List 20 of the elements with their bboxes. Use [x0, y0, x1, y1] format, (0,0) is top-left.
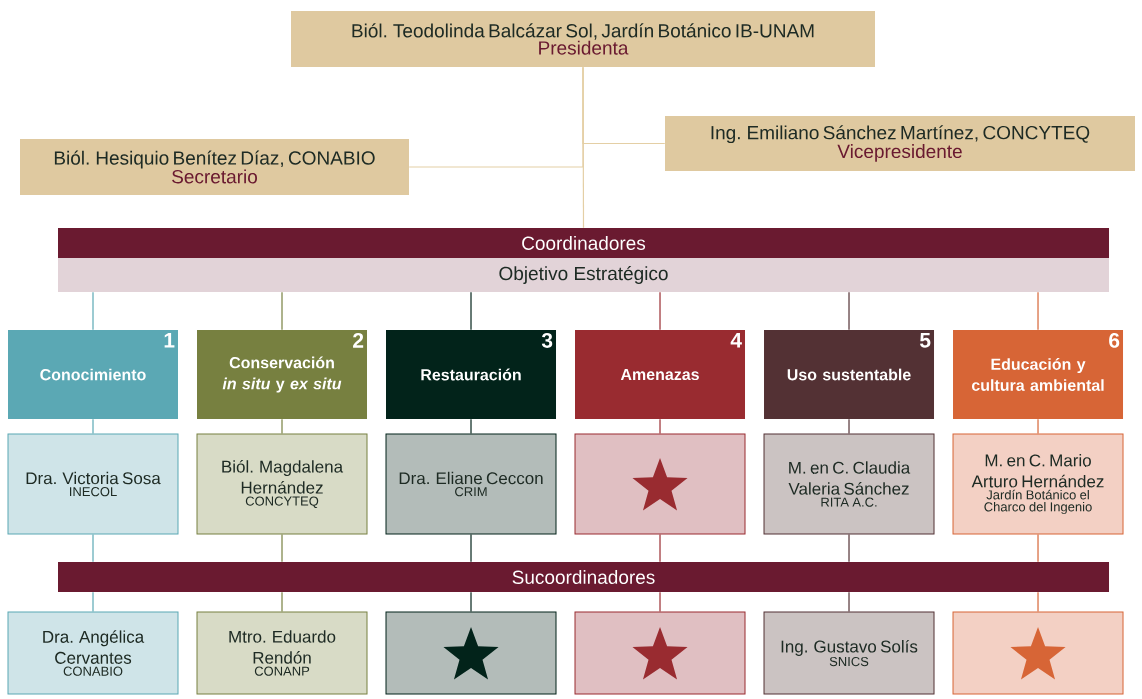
box-number: 5	[920, 333, 931, 348]
header-band: Coordinadores	[58, 228, 1109, 258]
person-box: Mtro. Eduardo Rendón CONANP	[196, 611, 368, 695]
person-box: Dra. Victoria Sosa INECOL	[7, 433, 179, 535]
box-number: 3	[541, 333, 553, 348]
box-number: 1	[164, 333, 175, 348]
person-box: Biól. Magdalena Hernández CONCYTEQ	[196, 433, 368, 535]
box-number: 4	[730, 333, 742, 348]
box-number: 2	[353, 333, 364, 348]
title-box: Ing. Emiliano Sánchez Martínez, CONCYTEQ Vicepresidente	[665, 116, 1135, 171]
title-box: Biól. Teodolinda Balcázar Sol, Jardín Botánico IB-UNAM Presidenta	[291, 11, 875, 67]
header-band: Objetivo Estratégico	[58, 258, 1109, 292]
person-box: Dra. Eliane Ceccon CRIM	[385, 433, 557, 535]
person-box: Dra. Angélica Cervantes CONABIO	[7, 611, 179, 695]
person-box: M. en C. Claudia Valeria Sánchez RITA A.C.	[763, 433, 935, 535]
box-number: 6	[1109, 333, 1120, 348]
person-box: Ing. Gustavo Solís SNICS	[763, 611, 935, 695]
header-band: Sucoordinadores	[58, 562, 1109, 592]
person-box: M. en C. Mario Arturo Hernández Jardín Botánico el Charco del Ingenio	[952, 433, 1124, 535]
title-box: Biól. Hesiquio Benítez Díaz, CONABIO Secretario	[20, 139, 409, 195]
